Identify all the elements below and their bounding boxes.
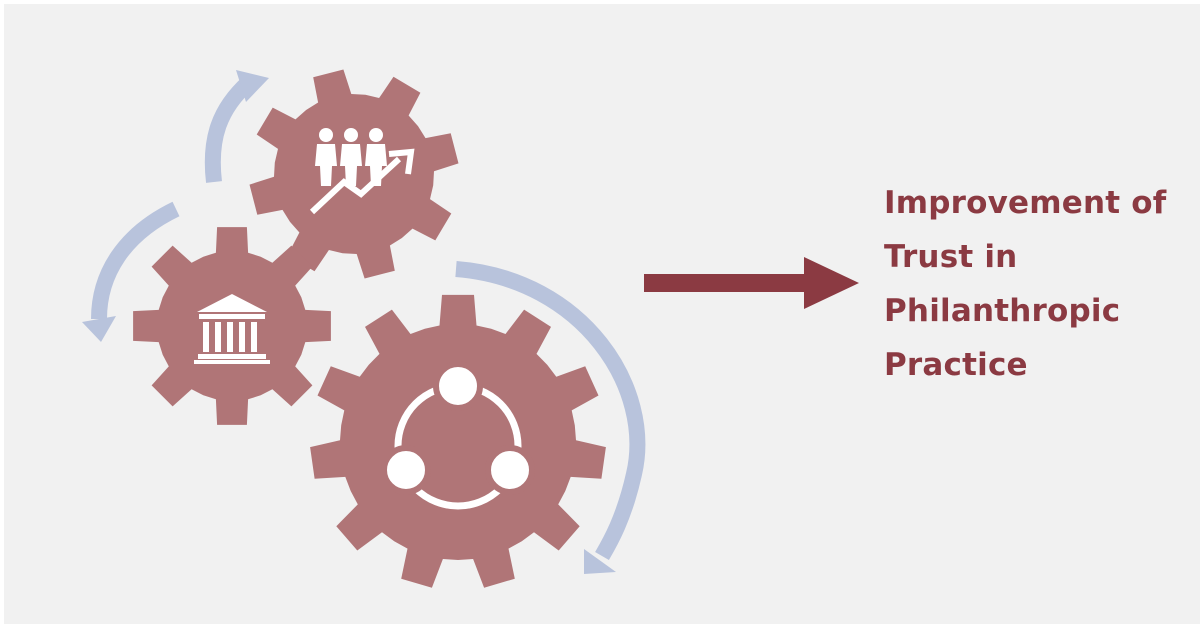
cycle-arrow-up-head xyxy=(236,70,269,102)
diagram-canvas: Improvement of Trust in Philanthropic Pr… xyxy=(4,4,1200,624)
institution-building-icon xyxy=(194,294,270,364)
gears-diagram xyxy=(82,69,859,588)
cycle-arrow-right-head xyxy=(584,549,616,574)
result-line-2: Trust in xyxy=(884,239,1018,275)
gear-large-shape xyxy=(310,294,606,588)
result-label: Improvement of Trust in Philanthropic Pr… xyxy=(884,176,1194,392)
cycle-arrow-left xyxy=(91,201,180,320)
network-cycle-icon xyxy=(381,361,535,510)
result-line-3: Philanthropic xyxy=(884,293,1121,329)
result-arrow xyxy=(644,257,859,309)
cycle-arrow-up xyxy=(204,76,255,183)
gear-large xyxy=(310,294,606,588)
people-growth-icon xyxy=(309,128,415,215)
result-line-1: Improvement of xyxy=(884,185,1167,221)
cycle-arrow-left-head xyxy=(82,316,116,342)
result-line-4: Practice xyxy=(884,347,1028,383)
cycle-arrow-right xyxy=(455,261,646,561)
